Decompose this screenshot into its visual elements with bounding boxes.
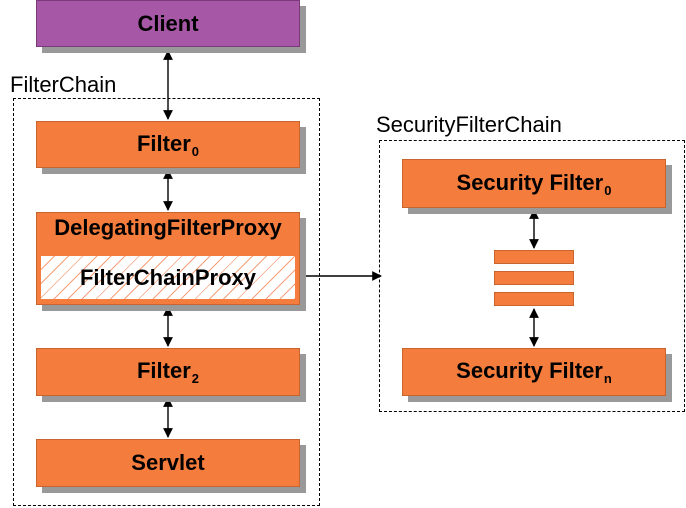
security-filter0-label: Security Filter0 — [456, 169, 612, 198]
filter2-box: Filter2 — [36, 348, 300, 396]
client-box: Client — [36, 0, 300, 47]
ellipsis-bar-1 — [494, 250, 574, 264]
filter-chain-proxy-box: FilterChainProxy — [40, 255, 296, 300]
security-filter0-box: Security Filter0 — [402, 159, 666, 208]
filter0-subscript: 0 — [191, 143, 200, 159]
servlet-label: Servlet — [131, 450, 205, 475]
delegating-filter-proxy-box: DelegatingFilterProxy FilterChainProxy — [36, 212, 300, 305]
filter2-subscript: 2 — [191, 371, 200, 386]
security-filtern-box: Security Filtern — [402, 348, 666, 396]
security-filter0-subscript: 0 — [604, 182, 612, 198]
filter0-box: Filter0 — [36, 121, 300, 168]
servlet-box: Servlet — [36, 439, 300, 487]
security-filtern-subscript: n — [603, 371, 612, 386]
filter-chain-label: FilterChain — [10, 72, 117, 97]
filter0-label: Filter0 — [136, 130, 200, 159]
delegating-filter-proxy-label: DelegatingFilterProxy — [54, 215, 282, 240]
filter-chain-proxy-label: FilterChainProxy — [79, 264, 257, 290]
security-filtern-label: Security Filtern — [456, 358, 612, 386]
filter2-label: Filter2 — [136, 358, 200, 386]
ellipsis-bar-3 — [494, 292, 574, 306]
security-filter-chain-label: SecurityFilterChain — [376, 112, 562, 137]
ellipsis-bar-2 — [494, 271, 574, 285]
client-label: Client — [137, 10, 199, 36]
